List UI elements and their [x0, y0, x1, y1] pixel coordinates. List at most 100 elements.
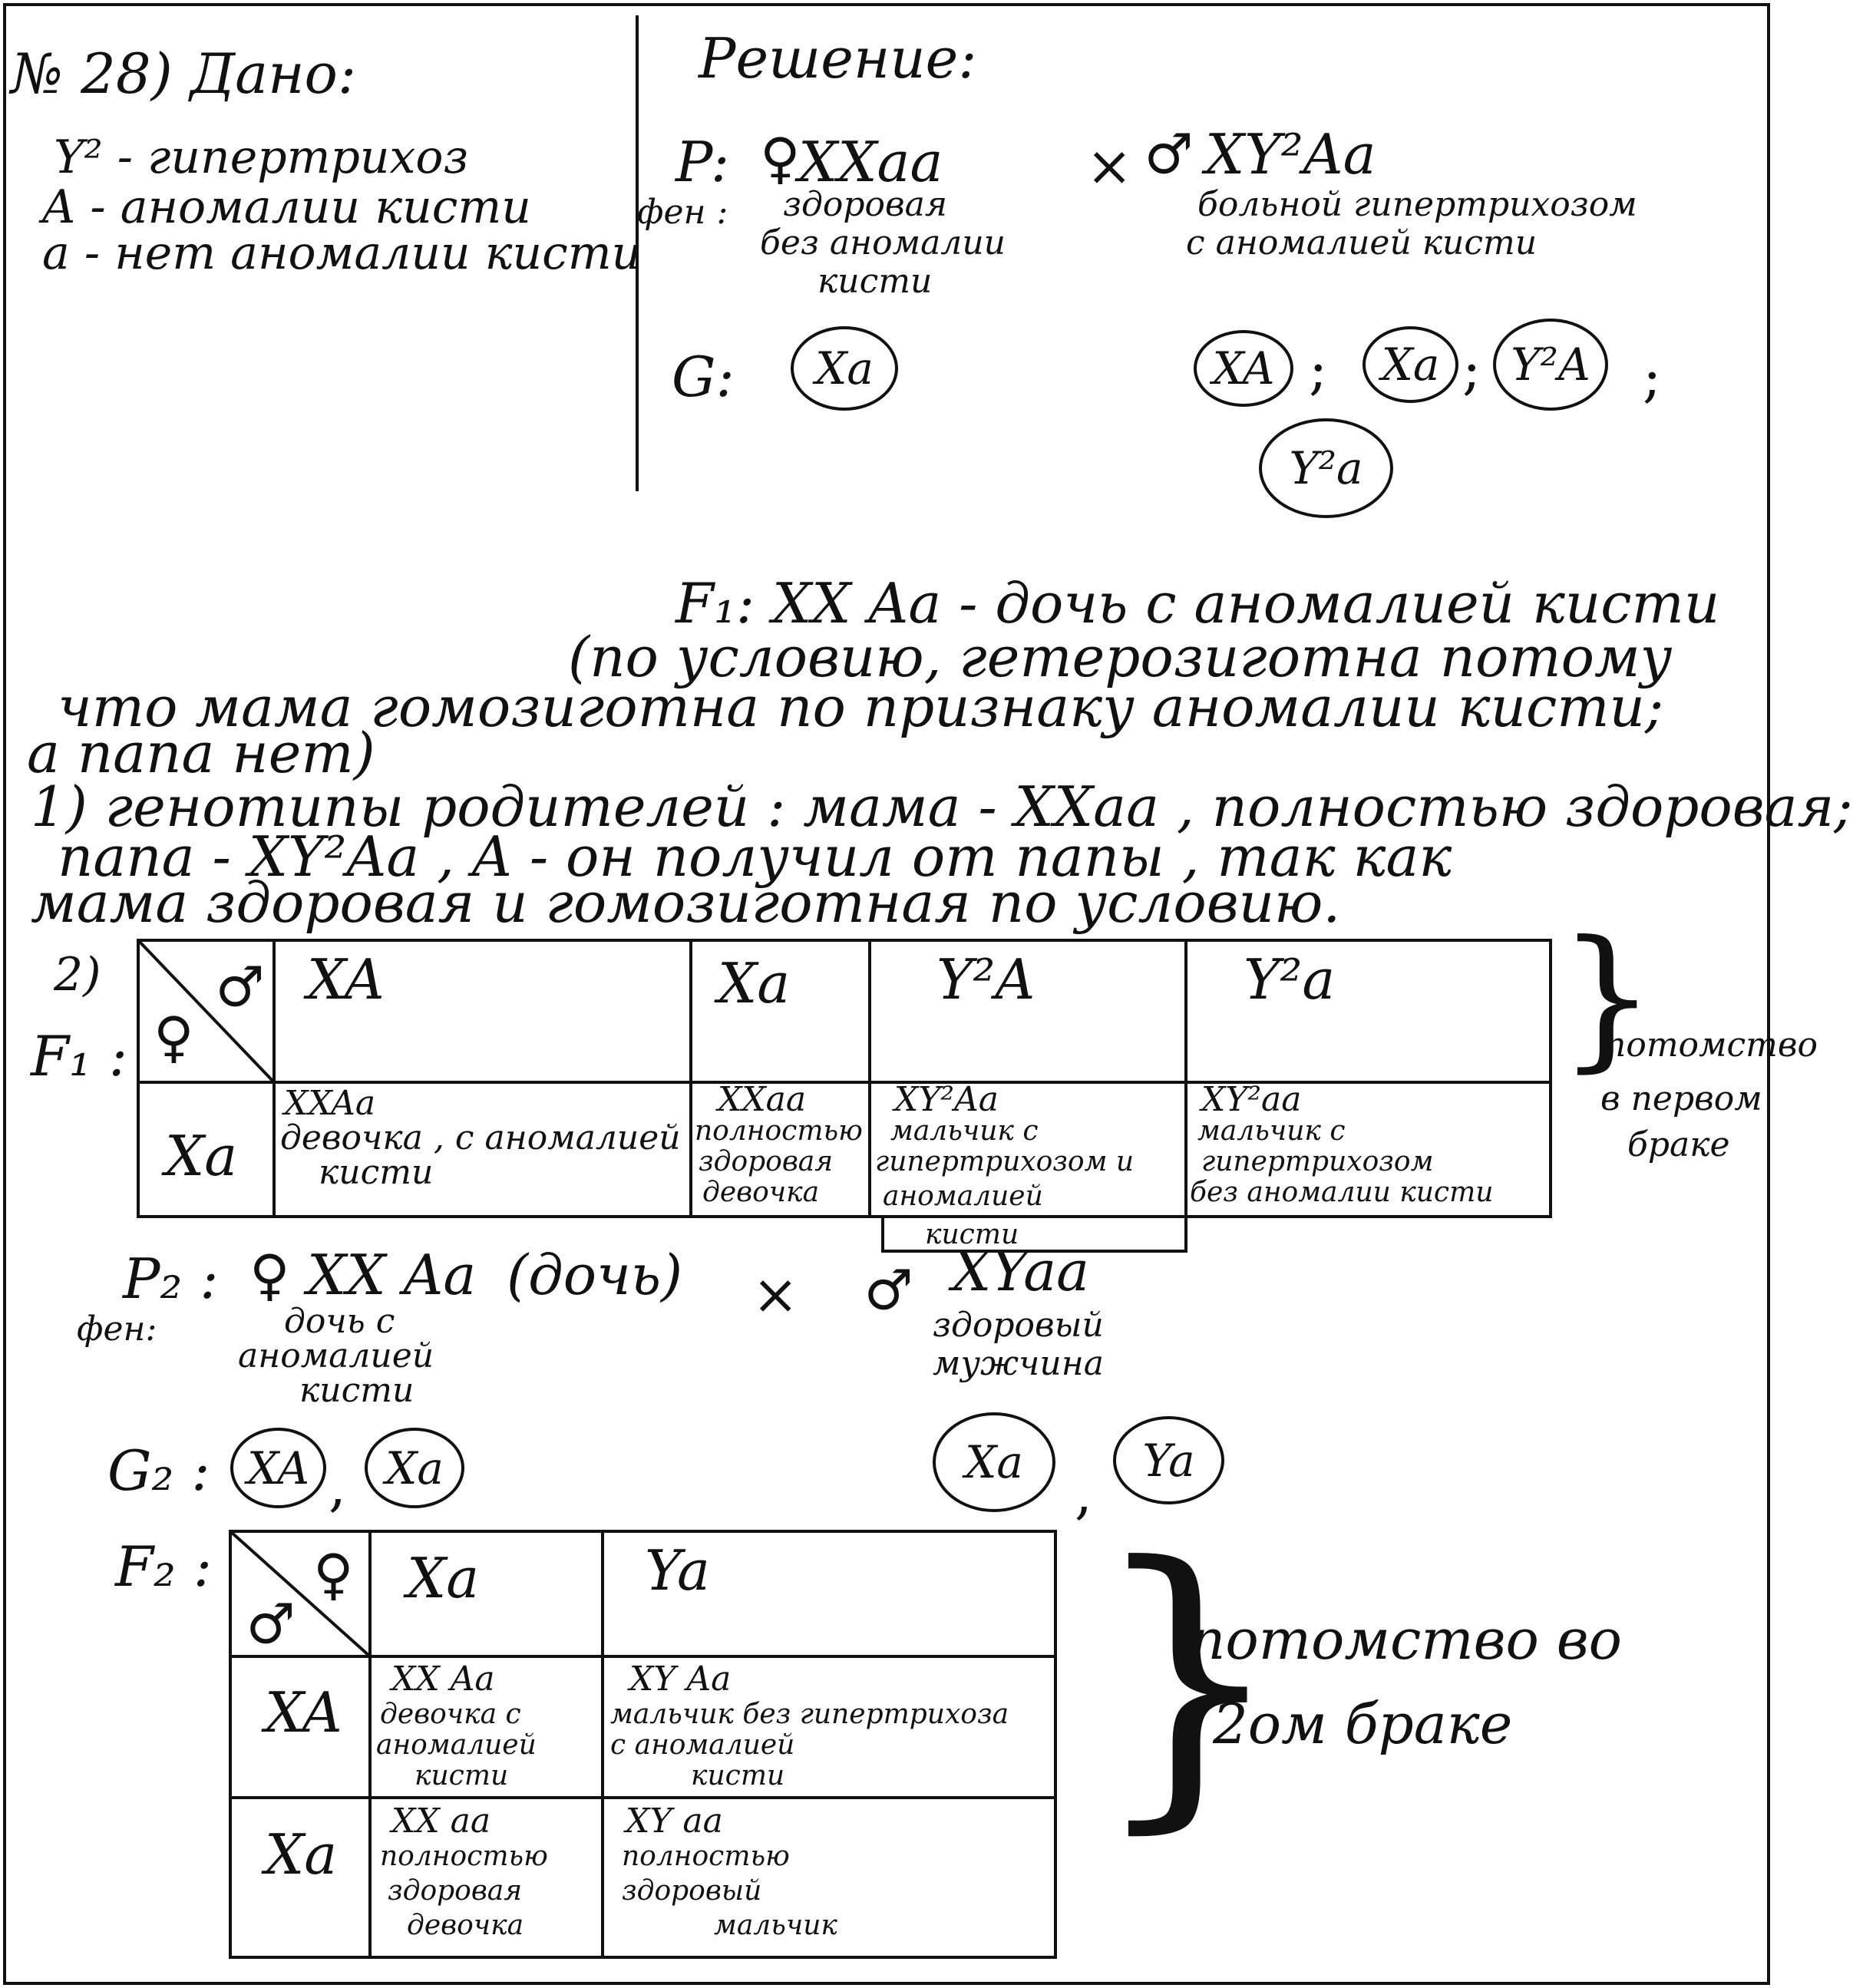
table2-cell-2-1-line-2: полностью — [380, 1841, 548, 1872]
table2-brace: } — [1090, 1502, 1286, 1859]
table1-cell-3-line-3: гипертрихозом и — [875, 1146, 1135, 1177]
given-title: № 28) Дано: — [11, 41, 357, 106]
given-line-1: Y² - гипертрихоз — [54, 130, 469, 184]
table2-row-2: Xa — [265, 1822, 338, 1887]
table1-cell-2-genotype: XXaa — [718, 1080, 807, 1119]
table1-cell-1-line-3: кисти — [319, 1153, 434, 1192]
male-gamete-4: Y²a — [1259, 418, 1393, 518]
cross-symbol: × — [1086, 134, 1133, 198]
table1-cell-1-line-2: девочка , с аномалией — [280, 1118, 681, 1157]
male-gamete-1: XA — [1194, 330, 1293, 407]
table2-cell-1-1-genotype: XX Aa — [391, 1659, 495, 1699]
female-phen-2: без аномалии — [760, 223, 1006, 263]
f1-line-5: 1) генотипы родителей : мама - XXaa , по… — [31, 774, 1853, 839]
table2-col-1: Xa — [407, 1546, 480, 1610]
phen-label: фен : — [637, 193, 728, 232]
table1-cell-4-line-2: мальчик с — [1197, 1115, 1346, 1147]
gamete-text: Xa — [965, 1436, 1023, 1488]
gamete-text: Xa — [385, 1441, 444, 1494]
table2-cell-2-2-genotype: XY aa — [626, 1801, 723, 1841]
table1-cell-1-genotype: XXAa — [284, 1084, 376, 1123]
table1-cell-4-genotype: XY²aa — [1201, 1080, 1302, 1119]
table1-note-1: потомство — [1604, 1025, 1818, 1065]
table1-col-2: Xa — [718, 951, 791, 1015]
table1-row-label: 2) — [54, 948, 101, 1002]
gamete-text: Y²A — [1511, 338, 1590, 391]
p2-male-genotype: XYaa — [952, 1239, 1090, 1303]
table1-note-3: браке — [1627, 1125, 1730, 1164]
f1-line-4: а папа нет) — [27, 721, 375, 785]
table1-f-label: F₁ : — [31, 1024, 127, 1088]
gamete-sep-1: ; — [1309, 337, 1328, 401]
male-gamete-2: Xa — [1362, 326, 1458, 403]
male-genotype: XY²Aa — [1205, 122, 1376, 187]
table1-border — [137, 939, 1552, 1218]
f1-line-2: (по условию, гетерозиготна потому — [568, 625, 1673, 689]
table2-cell-2-2-line-3: здоровый — [622, 1875, 762, 1907]
table2-note-1: потомство во — [1190, 1607, 1623, 1672]
gamete-sep-2: ; — [1462, 337, 1481, 401]
table1-cell-3-line-5: кисти — [925, 1219, 1019, 1250]
table1-row-gamete: Xa — [165, 1124, 238, 1188]
table1-note-2: в первом — [1600, 1079, 1762, 1118]
p2-female-phen-3: кисти — [299, 1371, 415, 1410]
table2-cell-1-2-genotype: XY Aa — [629, 1659, 732, 1699]
p-label: P: — [675, 130, 730, 194]
male-phen-1: больной гипертрихозом — [1197, 185, 1637, 224]
p2-phen-label: фен: — [77, 1309, 157, 1349]
g2-comma-2: , — [1075, 1461, 1092, 1526]
table-lines — [137, 939, 1552, 1959]
p2-female-genotype: XX Aa — [307, 1243, 477, 1307]
table2-cell-1-1-line-3: аномалией — [376, 1729, 537, 1761]
table1-brace: } — [1558, 908, 1656, 1087]
gamete-text: XA — [1212, 342, 1275, 395]
f1-line-3: что мама гомозиготна по признаку аномали… — [58, 675, 1664, 739]
female-phen-1: здоровая — [783, 185, 948, 224]
p2-cross: × — [752, 1262, 799, 1326]
table2-cell-1-1-line-2: девочка с — [380, 1699, 521, 1730]
table1-cell-3-line-4: аномалией — [883, 1181, 1043, 1212]
table1-col-1: XA — [307, 947, 385, 1012]
table2-col-2: Ya — [645, 1538, 710, 1603]
table2-cell-2-2-line-2: полностью — [622, 1841, 790, 1872]
p2-label: P₂ : — [123, 1247, 219, 1311]
f1-line-1: F₁: XX Aa - дочь с аномалией кисти — [675, 571, 1720, 636]
g2-female-gamete-1: XA — [230, 1428, 326, 1508]
p2-female-symbol: ♀ — [249, 1243, 290, 1307]
table2-cell-2-1-genotype: XX aa — [391, 1801, 491, 1841]
g2-male-gamete-1: Xa — [933, 1412, 1055, 1512]
section-divider — [636, 15, 639, 491]
table2-f-label: F₂ : — [115, 1534, 212, 1599]
female-gamete-circle: Xa — [791, 326, 898, 411]
p2-female-note: (дочь) — [507, 1243, 683, 1307]
table2-cell-1-1-line-4: кисти — [415, 1760, 509, 1792]
table1-cell-4-line-3: гипертрихозом — [1201, 1146, 1434, 1177]
table2-cell-2-2-line-4: мальчик — [714, 1910, 837, 1941]
given-line-3: a - нет аномалии кисти — [42, 226, 642, 280]
table1-cell-2-line-3: здоровая — [699, 1146, 834, 1177]
g2-male-gamete-2: Ya — [1113, 1416, 1224, 1504]
table1-col-3: Y²A — [936, 947, 1036, 1012]
given-line-2: A - аномалии кисти — [42, 180, 531, 234]
table2-female-symbol: ♀ — [313, 1542, 354, 1607]
g2-label: G₂ : — [107, 1438, 210, 1503]
f1-line-7: мама здоровая и гомозиготная по условию. — [31, 870, 1341, 935]
gamete-sep-3: ; — [1643, 345, 1662, 409]
g-label: G: — [672, 345, 735, 409]
gamete-text: XA — [246, 1441, 310, 1494]
gamete-text: Y²a — [1289, 442, 1363, 494]
p2-male-phen-2: мужчина — [933, 1344, 1104, 1383]
female-phen-3: кисти — [818, 262, 933, 301]
table1-cell-2-line-4: девочка — [702, 1177, 820, 1208]
table1-male-symbol: ♂ — [215, 955, 265, 1019]
page-frame — [3, 3, 1770, 1985]
f1-line-6: папа - XY²Aa , A - он получил от папы , … — [58, 824, 1452, 889]
table2-male-symbol: ♂ — [246, 1592, 296, 1656]
female-genotype: XXaa — [798, 130, 943, 194]
table1-col-4: Y²a — [1244, 947, 1336, 1012]
p2-female-phen-1: дочь с — [284, 1302, 395, 1341]
solution-title: Решение: — [699, 26, 977, 91]
g2-female-gamete-2: Xa — [365, 1428, 464, 1508]
male-gamete-3: Y²A — [1493, 319, 1608, 411]
male-symbol: ♂ — [1144, 122, 1194, 187]
